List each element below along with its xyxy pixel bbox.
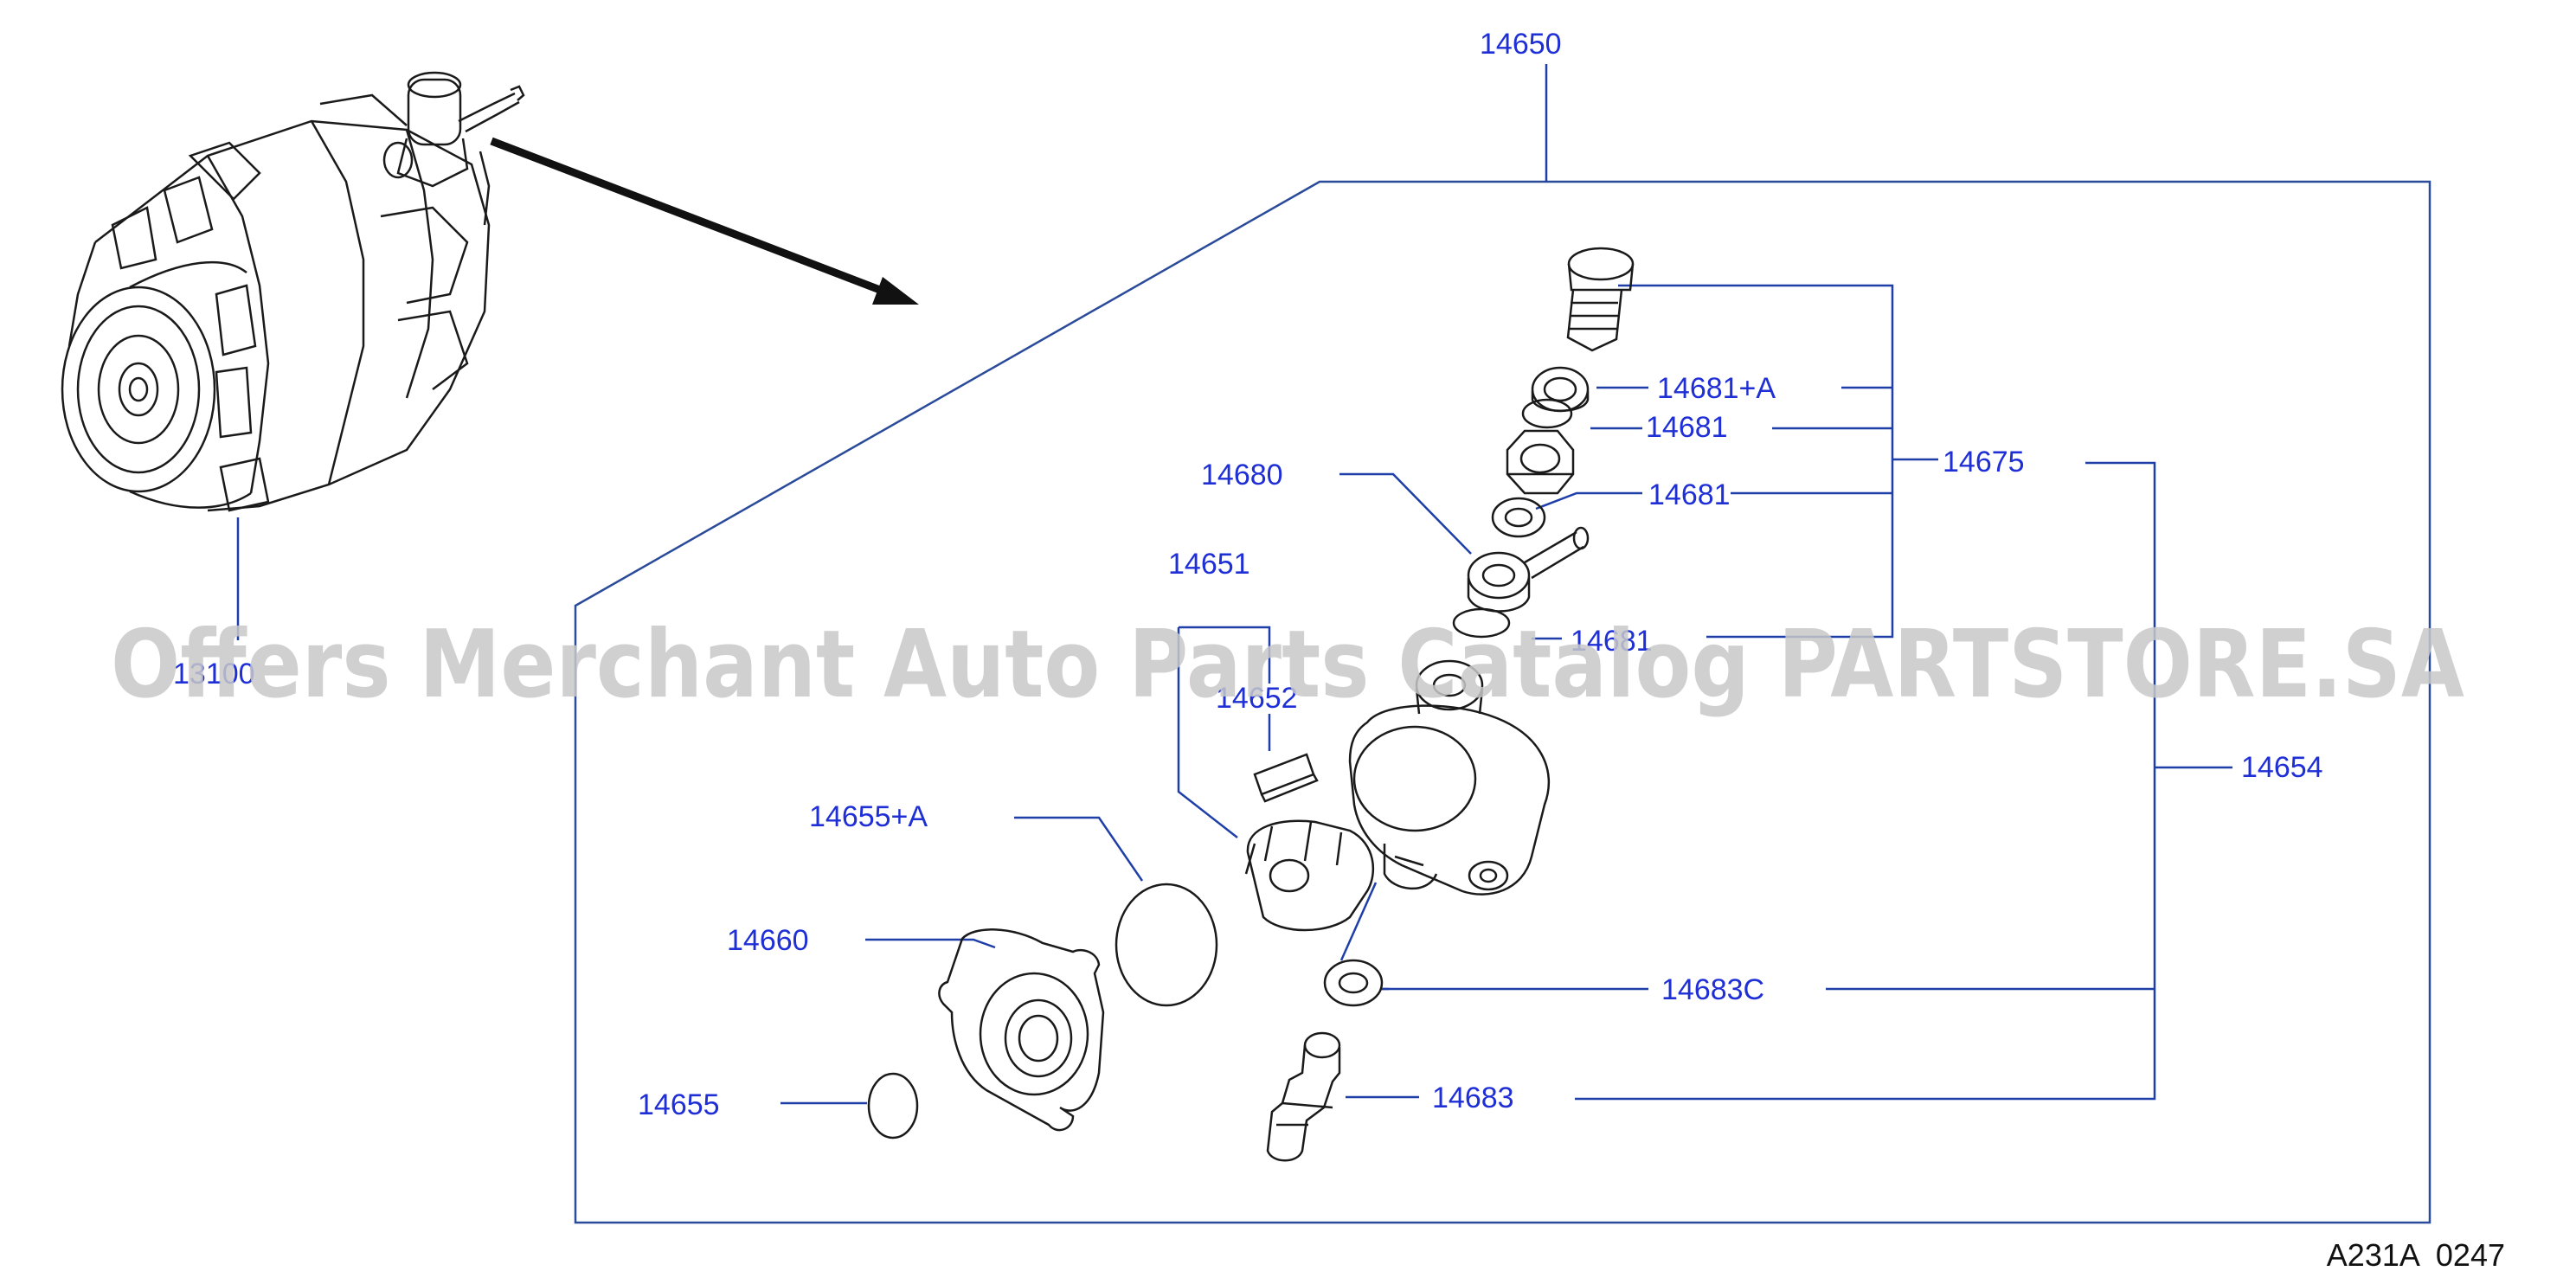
label-14651: 14651 bbox=[1168, 548, 1250, 581]
label-14683c: 14683C bbox=[1661, 973, 1764, 1006]
label-13100: 13100 bbox=[173, 658, 255, 690]
diagram-code: A231A 0247 bbox=[2327, 1237, 2505, 1273]
assembly-outline bbox=[574, 180, 2431, 1224]
label-14660: 14660 bbox=[727, 924, 809, 957]
label-14655: 14655 bbox=[638, 1088, 720, 1121]
label-14681-lower: 14681 bbox=[1571, 625, 1653, 658]
label-14680: 14680 bbox=[1201, 459, 1283, 491]
label-14655-a: 14655+A bbox=[809, 800, 928, 833]
label-14683: 14683 bbox=[1432, 1082, 1514, 1114]
watermark: Offers Merchant Auto Parts Catalog PARTS… bbox=[111, 611, 2464, 719]
label-14681-upper: 14681 bbox=[1646, 411, 1728, 444]
label-14654: 14654 bbox=[2241, 751, 2323, 784]
label-14681-middle: 14681 bbox=[1648, 478, 1731, 511]
label-14652: 14652 bbox=[1216, 682, 1298, 715]
leader-lines bbox=[236, 64, 2232, 1105]
label-14650: 14650 bbox=[1480, 28, 1562, 61]
label-14675: 14675 bbox=[1943, 446, 2025, 478]
direction-arrow bbox=[490, 137, 919, 305]
pump-parts-drawing bbox=[867, 247, 1635, 1162]
label-14681-a: 14681+A bbox=[1657, 372, 1776, 405]
alternator-drawing bbox=[61, 71, 525, 512]
